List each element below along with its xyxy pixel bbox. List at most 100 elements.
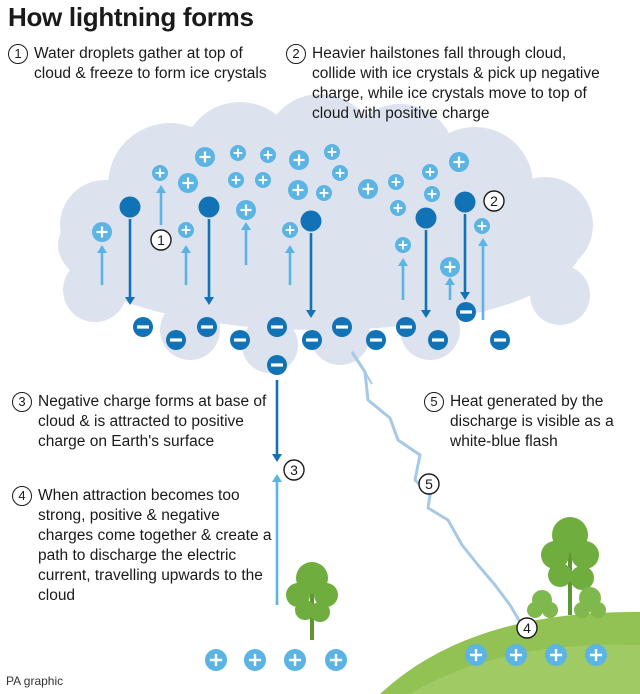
callout-3-ring [283, 459, 305, 481]
positive-charge-icon [449, 152, 469, 172]
rising-crystal-arrow-head [445, 277, 455, 285]
hailstone-icon [415, 207, 437, 229]
page-title: How lightning forms [8, 2, 254, 32]
charge-downward-arrow-head [272, 454, 282, 462]
step-3-text: Negative charge forms at base of cloud &… [38, 393, 267, 450]
positive-charge-icon [316, 185, 332, 201]
step-1: 1 Water droplets gather at top of cloud … [8, 44, 268, 84]
credit: PA graphic [6, 674, 64, 688]
positive-charge-icon [289, 150, 309, 170]
ground-positive-charge-icon [585, 644, 607, 666]
rising-crystal-arrow-head [156, 185, 166, 193]
negative-charge-icon [197, 317, 217, 337]
positive-charge-icon [390, 200, 406, 216]
positive-charge-icon [228, 172, 244, 188]
step-2-number: 2 [286, 44, 306, 64]
rising-crystal-arrow-head [478, 238, 488, 246]
positive-charge-icon [422, 164, 438, 180]
positive-charge-icon [332, 165, 348, 181]
callout-3: 3 [290, 462, 298, 478]
positive-charge-icon [474, 218, 490, 234]
callout-2: 2 [490, 193, 498, 209]
callout-4: 4 [523, 620, 531, 636]
negative-charge-icon [490, 330, 510, 350]
charge-upward-arrow-head [272, 474, 282, 482]
step-4-text: When attraction becomes too strong, posi… [38, 487, 272, 604]
positive-charge-icon [230, 145, 246, 161]
falling-hailstone-arrow-head [460, 292, 470, 300]
rising-crystal-arrow-head [181, 245, 191, 253]
step-5: 5 Heat generated by the discharge is vis… [424, 392, 634, 452]
callout-4-ring [516, 617, 538, 639]
negative-charge-icon [267, 317, 287, 337]
negative-charge-icon [267, 355, 287, 375]
rising-crystal-arrow-head [285, 245, 295, 253]
hailstone-icon [300, 210, 322, 232]
ground-hill-shade [410, 644, 640, 694]
step-1-text: Water droplets gather at top of cloud & … [34, 45, 267, 82]
step-2-text: Heavier hailstones fall through cloud, c… [312, 45, 600, 122]
positive-charge-icon [424, 186, 440, 202]
falling-hailstone-arrow-head [125, 297, 135, 305]
rising-crystal-arrow-head [97, 245, 107, 253]
tree-small-1 [527, 590, 558, 618]
ground-positive-charge-icon [284, 649, 306, 671]
ground-positive-charge-icon [465, 644, 487, 666]
ground-positive-charge-icon [205, 649, 227, 671]
negative-charge-icon [230, 330, 250, 350]
positive-charge-icon [260, 147, 276, 163]
rising-crystal-arrow-head [241, 222, 251, 230]
negative-charge-icon [428, 330, 448, 350]
positive-charge-icon [255, 172, 271, 188]
lightning-branch [364, 371, 373, 385]
negative-charge-icon [166, 330, 186, 350]
positive-charge-icon [92, 222, 112, 242]
positive-charge-icon [195, 147, 215, 167]
hailstone-icon [454, 191, 476, 213]
step-4: 4 When attraction becomes too strong, po… [12, 486, 274, 606]
negative-charge-icon [332, 317, 352, 337]
rising-crystal-arrow-head [398, 258, 408, 266]
positive-charge-icon [152, 165, 168, 181]
step-3: 3 Negative charge forms at base of cloud… [12, 392, 274, 452]
step-2: 2 Heavier hailstones fall through cloud,… [286, 44, 606, 124]
step-3-number: 3 [12, 392, 32, 412]
negative-charge-icon [133, 317, 153, 337]
negative-charge-icon [396, 317, 416, 337]
tree-right [541, 517, 599, 615]
falling-hailstone-arrow-head [306, 310, 316, 318]
callout-2-ring [483, 190, 505, 212]
step-5-text: Heat generated by the discharge is visib… [450, 393, 614, 450]
positive-charge-icon [388, 174, 404, 190]
positive-charge-icon [236, 200, 256, 220]
falling-hailstone-arrow-head [204, 297, 214, 305]
positive-charge-icon [178, 222, 194, 238]
step-1-number: 1 [8, 44, 28, 64]
lightning-bolt [350, 351, 522, 623]
ground-positive-charge-icon [545, 644, 567, 666]
positive-charge-icon [395, 237, 411, 253]
ground-positive-charge-icon [325, 649, 347, 671]
callout-5: 5 [425, 476, 433, 492]
callout-1: 1 [157, 232, 165, 248]
hailstone-icon [119, 196, 141, 218]
hailstone-icon [198, 196, 220, 218]
callout-5-ring [418, 473, 440, 495]
step-4-number: 4 [12, 486, 32, 506]
falling-hailstone-arrow-head [421, 310, 431, 318]
ground-positive-charge-icon [244, 649, 266, 671]
positive-charge-icon [282, 222, 298, 238]
positive-charge-icon [178, 173, 198, 193]
callout-1-ring [150, 229, 172, 251]
positive-charge-icon [358, 179, 378, 199]
negative-charge-icon [302, 330, 322, 350]
positive-charge-icon [440, 257, 460, 277]
ground-positive-charge-icon [505, 644, 527, 666]
negative-charge-icon [456, 302, 476, 322]
tree-small-2 [574, 587, 606, 618]
tree-left [286, 562, 338, 640]
negative-charge-icon [366, 330, 386, 350]
step-5-number: 5 [424, 392, 444, 412]
